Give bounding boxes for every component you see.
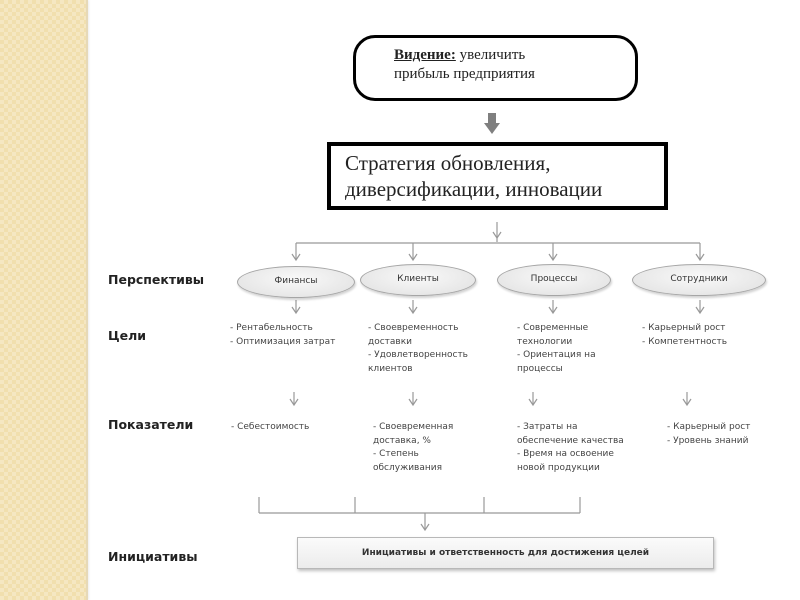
- indicators-finance: - Себестоимость: [231, 421, 309, 435]
- vision-text-2: прибыль предприятия: [394, 66, 535, 82]
- perspective-employees: Сотрудники: [632, 264, 766, 296]
- goal-item: - Своевременность: [368, 323, 459, 333]
- goal-item: - Оптимизация затрат: [230, 336, 336, 347]
- indicator-item: доставка, %: [373, 435, 431, 446]
- perspective-clients: Клиенты: [360, 264, 476, 296]
- vision-box: Видение: увеличить прибыль предприятия: [353, 35, 638, 101]
- row-label-perspectives: Перспективы: [108, 272, 205, 287]
- vision-label: Видение:: [394, 47, 456, 63]
- vision-line-1: Видение: увеличить: [394, 46, 635, 65]
- goals-clients: - Своевременность доставки - Удовлетворе…: [368, 322, 468, 376]
- down-arrow-icon: [484, 113, 500, 134]
- initiative-box: Инициативы и ответственность для достиже…: [297, 537, 714, 569]
- indicators-processes: - Затраты на обеспечение качества - Врем…: [517, 421, 624, 475]
- indicator-item: - Себестоимость: [231, 422, 310, 432]
- goal-item: - Удовлетворенность: [368, 350, 468, 360]
- goal-item: - Карьерный рост: [642, 323, 726, 333]
- goals-finance: - Рентабельность - Оптимизация затрат: [230, 322, 335, 349]
- indicator-item: - Карьерный рост: [667, 422, 751, 432]
- indicator-item: - Время на освоение: [517, 449, 614, 459]
- row-label-initiatives: Инициативы: [108, 549, 198, 564]
- row-label-goals: Цели: [108, 328, 146, 343]
- strategy-line-1: Стратегия обновления,: [345, 151, 551, 175]
- row-label-indicators: Показатели: [108, 417, 194, 432]
- perspective-finance: Финансы: [237, 266, 355, 298]
- perspective-processes: Процессы: [497, 264, 611, 296]
- goals-employees: - Карьерный рост - Компетентность: [642, 322, 727, 349]
- indicators-clients: - Своевременная доставка, % - Степень об…: [373, 421, 453, 475]
- goal-item: - Ориентация на: [517, 350, 596, 360]
- goal-item: процессы: [517, 363, 563, 374]
- strategy-box: Стратегия обновления, диверсификации, ин…: [327, 142, 668, 210]
- indicator-item: обслуживания: [373, 462, 443, 473]
- strategy-line-2: диверсификации, инновации: [345, 177, 603, 201]
- goal-item: - Современные: [517, 323, 589, 333]
- goals-processes: - Современные технологии - Ориентация на…: [517, 322, 596, 376]
- goal-item: доставки: [368, 336, 413, 347]
- indicators-employees: - Карьерный рост - Уровень знаний: [667, 421, 750, 448]
- goal-item: - Рентабельность: [230, 323, 313, 333]
- goal-item: - Компетентность: [642, 336, 728, 347]
- indicator-item: - Уровень знаний: [667, 435, 749, 446]
- goal-item: технологии: [517, 336, 573, 347]
- indicator-item: - Степень: [373, 449, 419, 459]
- goal-item: клиентов: [368, 363, 413, 374]
- indicator-item: новой продукции: [517, 462, 600, 473]
- vision-text-1: увеличить: [455, 47, 526, 63]
- indicator-item: - Затраты на: [517, 422, 578, 432]
- indicator-item: - Своевременная: [373, 422, 454, 432]
- decorative-sidebar: [0, 0, 88, 600]
- indicator-item: обеспечение качества: [517, 435, 624, 446]
